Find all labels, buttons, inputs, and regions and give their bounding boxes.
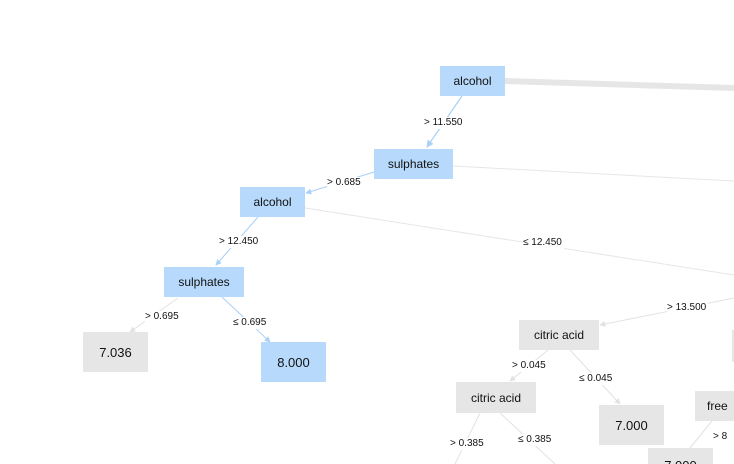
node-alcohol-root[interactable]: alcohol — [440, 66, 505, 96]
edge-root-le-11-550 — [504, 78, 734, 91]
node-free-partial[interactable]: free — [695, 391, 734, 421]
edge-label-gt-8: > 8 — [713, 431, 734, 443]
edge-label-gt-13-500: > 13.500 — [667, 302, 708, 314]
edge-label-gt-11-550: > 11.550 — [424, 117, 463, 129]
edge-label-le-0-385: ≤ 0.385 — [518, 434, 552, 446]
node-leaf-7000[interactable]: 7.000 — [599, 405, 664, 445]
node-sulphates-1[interactable]: sulphates — [374, 149, 453, 179]
edge-sulphates-to-offscreen — [452, 165, 734, 182]
node-alcohol-2[interactable]: alcohol — [240, 187, 305, 217]
edge-label-le-0-695: ≤ 0.695 — [233, 317, 267, 329]
node-leaf-bottom-partial[interactable]: 7.000 — [648, 448, 713, 464]
edge-label-gt-12-450: > 12.450 — [219, 236, 259, 248]
node-leaf-8000[interactable]: 8.000 — [261, 342, 326, 382]
node-leaf-7036[interactable]: 7.036 — [83, 332, 148, 372]
edge-label-gt-0-685: > 0.685 — [327, 177, 361, 189]
edge-label-le-12-450: ≤ 12.450 — [523, 237, 564, 249]
node-citric-acid-1[interactable]: citric acid — [519, 320, 599, 350]
node-offscreen-right-partial[interactable] — [732, 330, 734, 362]
edge-label-gt-0-695: > 0.695 — [145, 311, 180, 323]
edge-free-to-bottom-leaf — [689, 420, 713, 449]
edge-label-gt-0-045: > 0.045 — [512, 360, 547, 372]
edge-label-le-0-045: ≤ 0.045 — [579, 373, 613, 385]
edge-alcohol-to-offscreen — [304, 207, 734, 276]
edge-label-gt-0-385: > 0.385 — [450, 438, 485, 450]
node-sulphates-3[interactable]: sulphates — [164, 267, 244, 297]
node-citric-acid-2[interactable]: citric acid — [456, 382, 536, 413]
